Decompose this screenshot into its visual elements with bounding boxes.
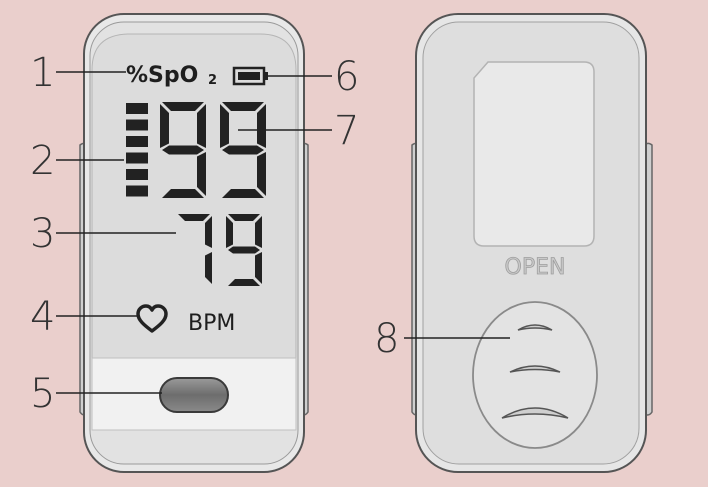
spo2-segment bbox=[160, 104, 169, 148]
spo2-segment bbox=[220, 104, 229, 148]
pulse-segment bbox=[205, 252, 212, 284]
grip-ridge-bottom bbox=[501, 407, 569, 419]
spo2-digit bbox=[160, 102, 206, 198]
pulse-digit bbox=[226, 214, 262, 286]
front-device: %SpO 2 99 79 BPM bbox=[79, 13, 309, 473]
spo2-segment bbox=[222, 102, 264, 111]
signal-bar bbox=[126, 185, 148, 197]
back-device: OPEN bbox=[411, 13, 653, 473]
pulse-segment bbox=[205, 216, 212, 248]
back-window bbox=[473, 61, 595, 247]
open-label: OPEN bbox=[505, 255, 566, 280]
spo2-segment bbox=[257, 152, 266, 196]
grip-ridge-middle bbox=[509, 365, 561, 373]
grip-ridge-top bbox=[517, 324, 553, 331]
spo2-reading: 99 bbox=[160, 102, 266, 198]
signal-bar bbox=[126, 152, 148, 164]
pulse-digit bbox=[178, 214, 212, 284]
pulse-segment bbox=[228, 214, 260, 221]
pulse-reading: 79 bbox=[178, 214, 262, 286]
spo2-subscript: 2 bbox=[208, 73, 217, 88]
spo2-segment bbox=[222, 145, 264, 155]
spo2-segment bbox=[162, 189, 204, 198]
spo2-segment bbox=[197, 152, 206, 196]
spo2-segment bbox=[197, 104, 206, 148]
callout-number-1: 1 bbox=[30, 50, 55, 96]
spo2-segment bbox=[162, 145, 204, 155]
signal-bar bbox=[126, 103, 148, 114]
callout-numbers: 1 2 3 4 5 6 7 8 bbox=[30, 50, 399, 417]
callout-number-6: 6 bbox=[334, 54, 359, 100]
pulse-segment bbox=[255, 252, 262, 284]
spo2-segment bbox=[257, 104, 266, 148]
spo2-segment bbox=[222, 189, 264, 198]
callouts bbox=[56, 71, 510, 394]
pulse-segment bbox=[226, 216, 233, 248]
spo2-segment bbox=[162, 102, 204, 111]
callout-number-3: 3 bbox=[30, 211, 55, 257]
signal-strength-bars bbox=[126, 103, 148, 197]
signal-bar bbox=[126, 169, 148, 180]
signal-bar bbox=[126, 136, 148, 147]
battery-door[interactable] bbox=[472, 301, 598, 449]
spo2-label: %SpO bbox=[126, 63, 198, 88]
power-button[interactable] bbox=[159, 377, 229, 413]
pulse-segment bbox=[178, 214, 210, 221]
callout-number-5: 5 bbox=[30, 371, 55, 417]
pulse-segment bbox=[228, 246, 260, 254]
spo2-digit bbox=[220, 102, 266, 198]
grip-ridges bbox=[501, 324, 569, 419]
callout-number-2: 2 bbox=[30, 138, 55, 184]
callout-number-8: 8 bbox=[374, 316, 399, 362]
bpm-label: BPM bbox=[188, 311, 235, 336]
pulse-segment bbox=[228, 279, 260, 286]
heart-icon bbox=[136, 304, 168, 333]
pulse-segment bbox=[255, 216, 262, 248]
signal-bar bbox=[126, 119, 148, 131]
callout-number-4: 4 bbox=[30, 294, 55, 340]
callout-number-7: 7 bbox=[334, 108, 359, 154]
